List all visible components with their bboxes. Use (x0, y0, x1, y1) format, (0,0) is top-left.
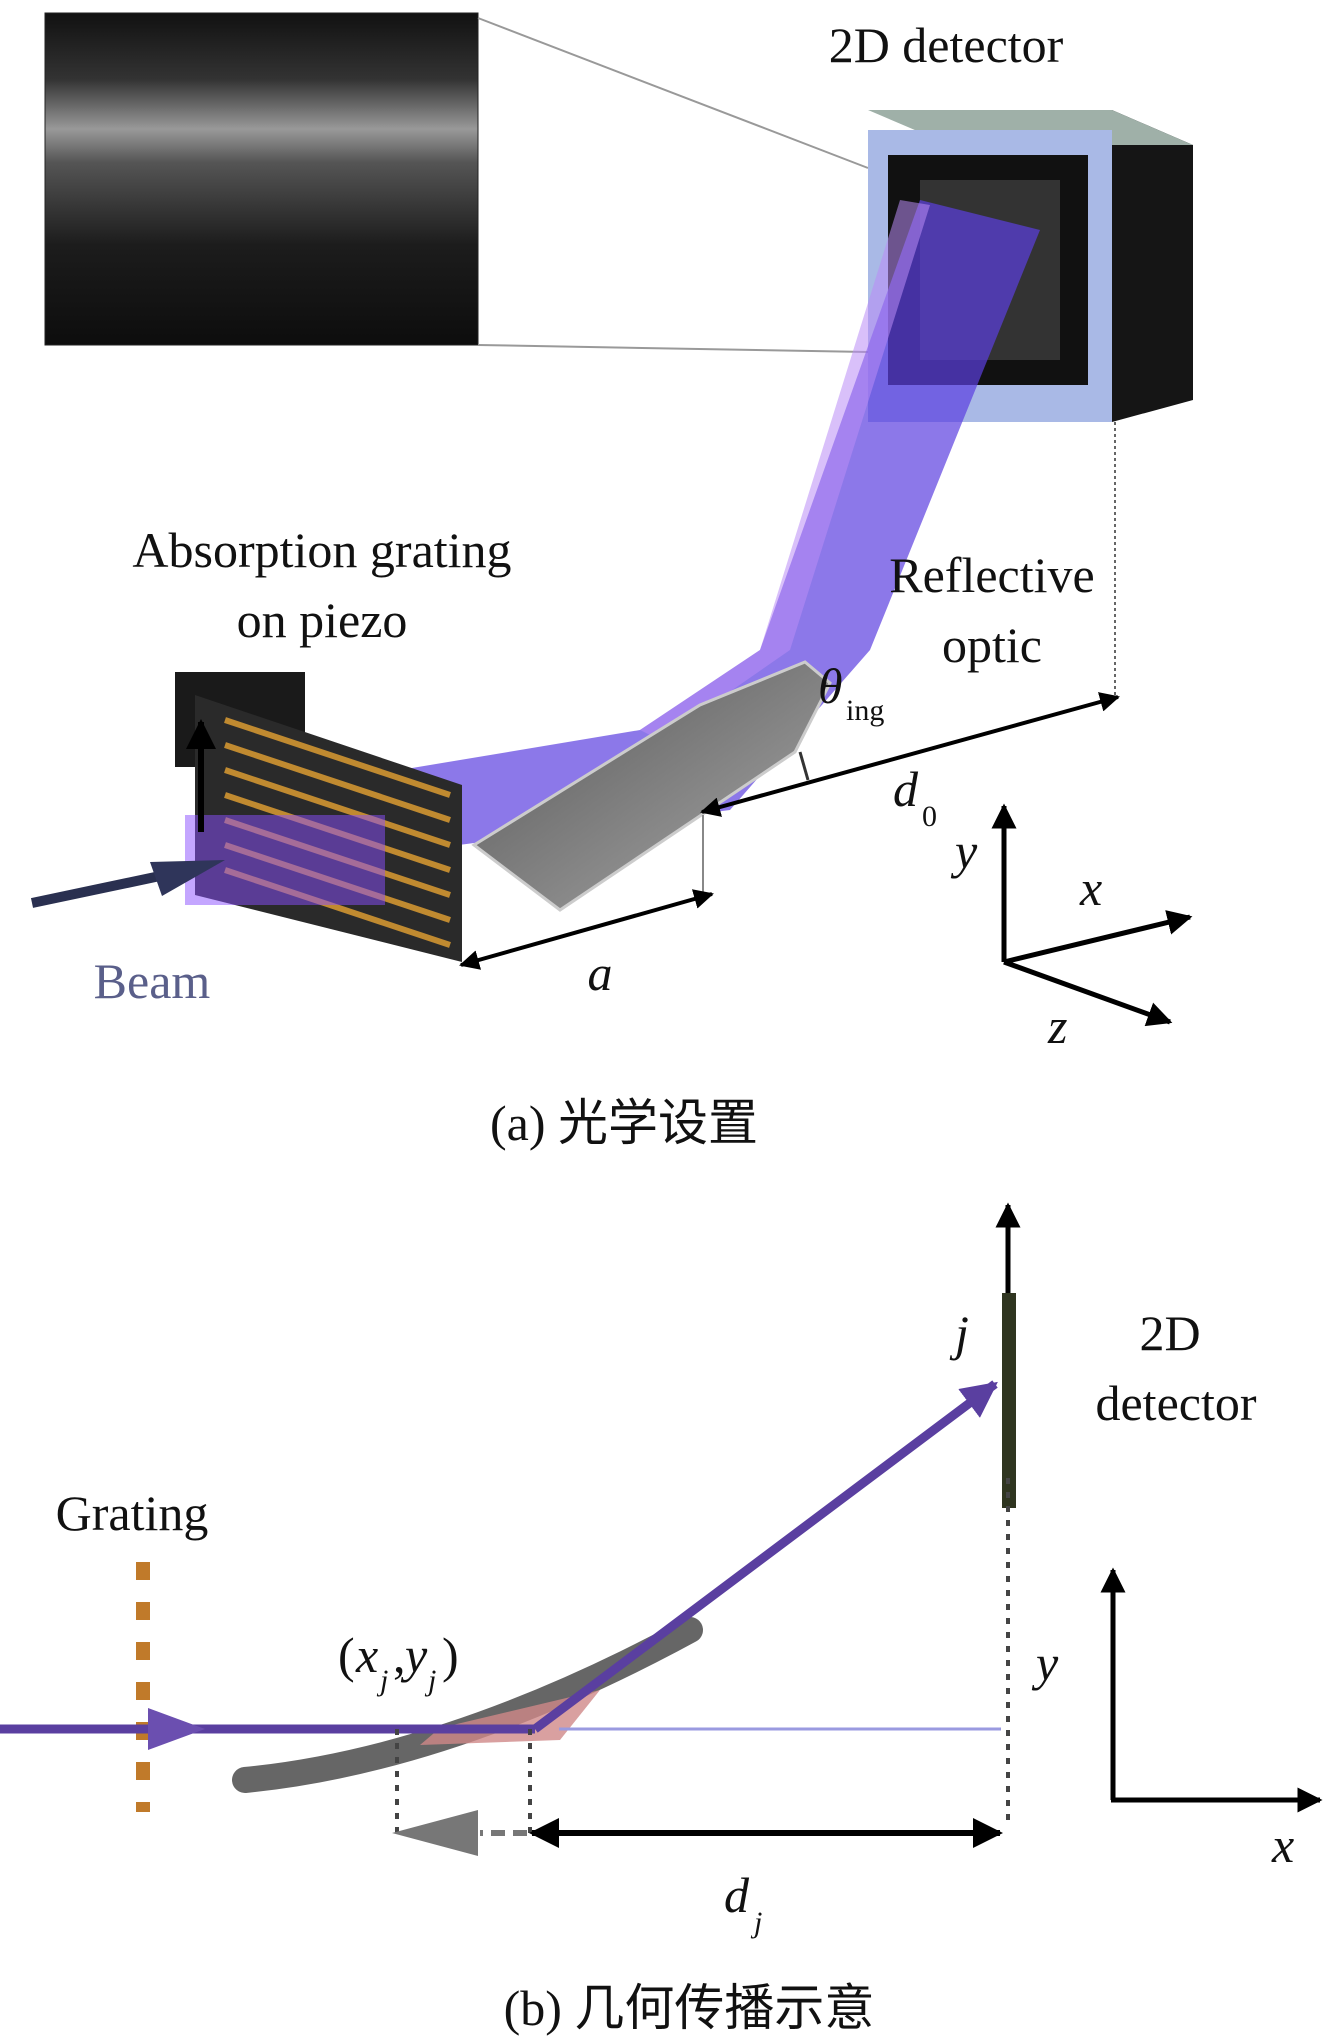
axis-y-label: y (950, 823, 978, 879)
2d-detector-bar (1002, 1293, 1016, 1508)
dj-subscript: j (750, 1906, 762, 1939)
y-offset-label: y (1031, 1635, 1059, 1691)
axis-x-label: x (1271, 1817, 1294, 1873)
point-label-comma: , (393, 1627, 406, 1683)
pixel-j-label: j (949, 1305, 969, 1361)
beam-label: Beam (94, 953, 211, 1009)
grating-label: on piezo (237, 592, 408, 648)
detector-label: detector (1095, 1375, 1256, 1431)
detector-label: 2D (1139, 1305, 1200, 1361)
offset-arrow-head (392, 1810, 478, 1856)
mirror-curve (232, 1617, 703, 1793)
beam-arrow-icon (148, 1708, 205, 1750)
caption-b: (b) 几何传播示意 (504, 1980, 875, 2036)
axis-x-label: x (1079, 860, 1102, 916)
point-label-close: ) (442, 1627, 459, 1683)
point-label-open: ( (338, 1627, 355, 1683)
a-dimension-arrow (459, 889, 714, 970)
d0-symbol: d (893, 761, 919, 817)
angle-symbol: θ (818, 658, 843, 714)
absorption-grating (175, 672, 462, 962)
beam-path-glow (640, 200, 930, 740)
axis-z-label: z (1047, 998, 1067, 1054)
panel-a: 2D detector Bea (30, 12, 1193, 1151)
inset-connector-line (477, 17, 869, 169)
point-label: ( x j , y j ) (338, 1627, 459, 1697)
panel-b: j 2D detector Grating d j ( x j , y j ) … (0, 1202, 1323, 2036)
caption-a: (a) 光学设置 (490, 1095, 758, 1151)
detector-image-inset (44, 12, 479, 346)
beam-arrow-icon (150, 860, 225, 896)
point-x: x (355, 1627, 378, 1683)
grating-label: Absorption grating (132, 522, 511, 578)
angle-subscript: ing (846, 694, 884, 727)
grating-label: Grating (56, 1485, 209, 1541)
d0-dimension-arrow (700, 692, 1120, 817)
coordinate-axes-2d: x (1100, 1567, 1323, 1873)
reflected-beam (532, 1380, 998, 1733)
optic-label: Reflective (889, 547, 1094, 603)
detector-label: 2D detector (829, 17, 1064, 73)
point-y: y (400, 1627, 428, 1683)
inset-connector-line (477, 344, 869, 353)
coordinate-axes-3d: y x z (950, 803, 1193, 1054)
point-x-sub: j (376, 1664, 388, 1697)
incoming-beam (30, 871, 162, 908)
a-symbol: a (588, 945, 613, 1001)
point-y-sub: j (424, 1664, 436, 1697)
optic-label: optic (942, 617, 1042, 673)
d0-subscript: 0 (922, 800, 937, 833)
dj-symbol: d (724, 1867, 750, 1923)
angle-mark (798, 751, 810, 781)
